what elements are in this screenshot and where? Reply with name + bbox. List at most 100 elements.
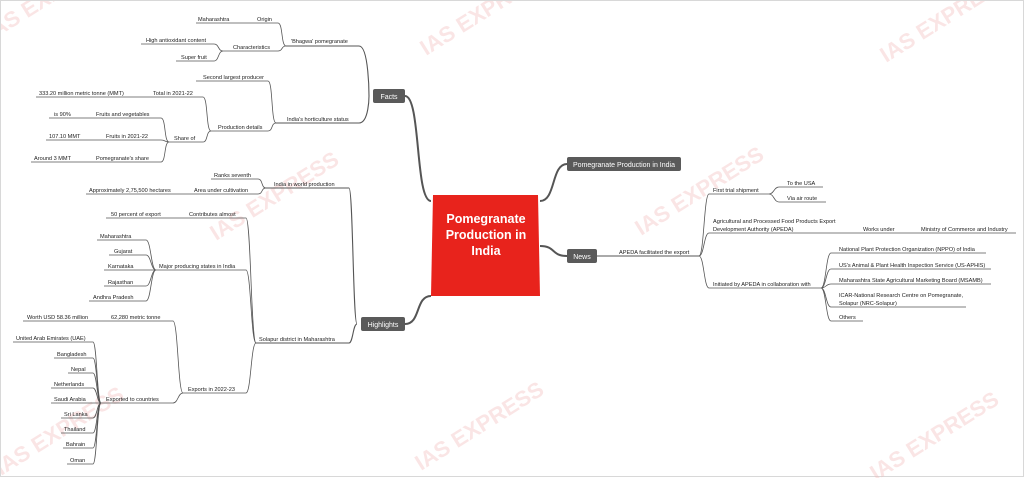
connector xyxy=(820,287,863,322)
node-apeda: APEDA facilitated the export xyxy=(619,250,690,256)
node-state: Rajasthan xyxy=(108,280,133,286)
node-contributes: Contributes almost xyxy=(189,212,236,218)
node-country: Oman xyxy=(70,458,85,464)
node-country: Netherlands xyxy=(54,382,84,388)
connector xyxy=(101,139,170,143)
node-apeda-full: Development Authority (APEDA) xyxy=(713,227,794,233)
connector xyxy=(820,268,991,289)
node-apeda-full: Agricultural and Processed Food Products… xyxy=(713,219,836,225)
node-initiated: Initiated by APEDA in collaboration with xyxy=(713,282,811,288)
node-to-usa: To the USA xyxy=(787,181,816,187)
highlights-labels: India in world production Ranks seventh … xyxy=(16,173,336,464)
connector xyxy=(196,80,277,124)
connector xyxy=(539,245,568,257)
connector xyxy=(820,283,991,289)
branch-node-news[interactable]: News xyxy=(567,249,597,263)
branch-label: News xyxy=(573,254,591,261)
connector xyxy=(141,43,224,52)
connector xyxy=(698,232,849,257)
branch-node-facts[interactable]: Facts xyxy=(373,89,405,103)
node-total: Total in 2021-22 xyxy=(153,91,193,97)
connector xyxy=(276,95,370,124)
node-works-under: Works under xyxy=(863,227,895,233)
connector xyxy=(101,392,184,404)
connector xyxy=(404,295,432,325)
branch-node-shape xyxy=(567,249,597,263)
news-labels: APEDA facilitated the export First trial… xyxy=(619,181,1008,321)
branch-node-shape xyxy=(567,157,681,171)
watermark: IAS EXPRESS xyxy=(205,146,343,245)
connector xyxy=(266,187,358,325)
node-exports: Exports in 2022-23 xyxy=(188,387,235,393)
node-state: Gujarat xyxy=(114,249,133,255)
node-second-largest: Second largest producer xyxy=(203,75,264,81)
watermark: IAS EXPRESS xyxy=(1,1,118,45)
watermark: IAS EXPRESS xyxy=(875,1,1013,67)
facts-labels: 'Bhagwa' pomegranate Origin Maharashtra … xyxy=(34,17,349,162)
branch-node-shape xyxy=(361,317,405,331)
connector xyxy=(67,402,102,465)
connector xyxy=(186,217,257,344)
node-state: Andhra Pradesh xyxy=(93,295,133,301)
branch-node-highlights[interactable]: Highlights xyxy=(361,317,405,331)
node-country: Nepal xyxy=(71,367,86,373)
node-country: Sri Lanka xyxy=(64,412,89,418)
center-title-line: Production in xyxy=(446,228,527,242)
node-country: United Arab Emirates (UAE) xyxy=(16,336,86,342)
node-country: Bahrain xyxy=(66,442,85,448)
connector xyxy=(211,122,277,132)
node-partner: Solapur (NRC-Solapur) xyxy=(839,301,897,307)
connector xyxy=(106,320,184,394)
node-antioxidant: High antioxidant content xyxy=(146,38,206,44)
node-partner: National Plant Protection Organization (… xyxy=(839,247,976,253)
connector xyxy=(169,130,212,143)
connector-lines xyxy=(13,22,1016,465)
connector xyxy=(211,178,267,189)
node-partner: Maharashtra State Agricultural Marketing… xyxy=(839,278,983,284)
node-share-of: Share of xyxy=(174,136,196,142)
watermark: IAS EXPRESS xyxy=(410,376,548,475)
node-fruits-2122-value: 107.10 MMT xyxy=(49,134,81,140)
connector xyxy=(176,50,224,62)
node-state: Karnataka xyxy=(108,264,134,270)
node-production-details: Production details xyxy=(218,125,263,131)
node-origin: Origin xyxy=(257,17,272,23)
watermark: IAS EXPRESS xyxy=(415,1,553,60)
center-node-shape xyxy=(431,195,540,296)
branch-node-shape xyxy=(373,89,405,103)
node-area-value: Approximately 2,75,500 hectares xyxy=(89,188,171,194)
node-state: Maharashtra xyxy=(100,234,132,240)
connector xyxy=(156,269,257,344)
connector xyxy=(91,141,170,163)
node-characteristics: Characteristics xyxy=(233,45,270,51)
node-country: Saudi Arabia xyxy=(54,397,87,403)
connector xyxy=(404,95,432,202)
node-fruits-veg: Fruits and vegetables xyxy=(96,112,150,118)
node-area: Area under cultivation xyxy=(194,188,248,194)
node-fruits-2122: Fruits in 2021-22 xyxy=(106,134,148,140)
node-ranks: Ranks seventh xyxy=(214,173,251,179)
branch-label: Facts xyxy=(380,94,398,101)
branch-label: Pomegranate Production in India xyxy=(573,162,675,169)
connector xyxy=(223,45,287,52)
connector xyxy=(698,255,821,289)
branch-node-pomegranate-production[interactable]: Pomegranate Production in India xyxy=(567,157,681,171)
node-via-air: Via air route xyxy=(787,196,817,202)
node-world-production: India in world production xyxy=(274,182,335,188)
connector xyxy=(768,193,826,203)
node-fruits-veg-value: is 90% xyxy=(54,112,71,118)
node-bhagwa: 'Bhagwa' pomegranate xyxy=(291,39,348,45)
connector xyxy=(109,254,157,271)
center-node[interactable]: Pomegranate Production in India xyxy=(431,195,540,296)
node-country: Bangladesh xyxy=(57,352,87,358)
connector xyxy=(89,269,157,302)
node-pom-share: Pomegranate's share xyxy=(96,156,149,162)
node-partner: US's Animal & Plant Health Inspection Se… xyxy=(839,263,985,269)
center-title-line: Pomegranate xyxy=(446,212,525,226)
node-states: Major producing states in India xyxy=(159,264,236,270)
node-total-value: 333.20 million metric tonne (MMT) xyxy=(39,91,124,97)
node-tonne: 62,280 metric tonne xyxy=(111,315,160,321)
center-title-line: India xyxy=(471,244,501,258)
node-country: Thailand xyxy=(64,427,85,433)
